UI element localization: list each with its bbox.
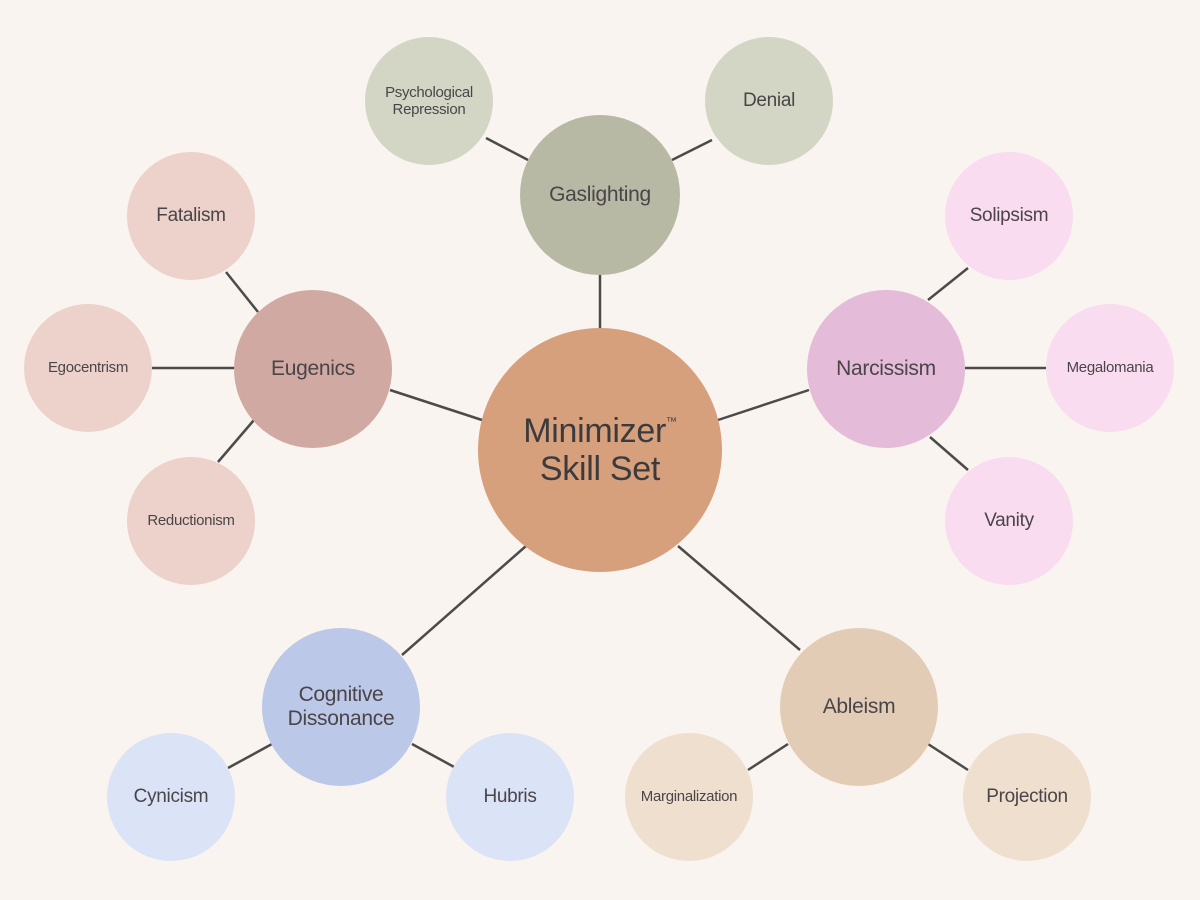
leaf-psychological-repression-line2: Repression [392, 101, 466, 118]
leaf-reductionism: Reductionism [127, 457, 255, 585]
leaf-fatalism-label: Fatalism [156, 205, 226, 227]
leaf-denial-label: Denial [742, 90, 796, 112]
leaf-projection: Projection [963, 733, 1091, 861]
leaf-psychological-repression: Psychological Repression [365, 37, 493, 165]
hub-ableism: Ableism [780, 628, 938, 786]
leaf-fatalism: Fatalism [127, 152, 255, 280]
center-title-line2: Skill Set [539, 450, 661, 488]
center-to-ableism-line [677, 545, 801, 651]
leaf-solipsism-label: Solipsism [969, 205, 1049, 227]
leaf-egocentrism: Egocentrism [24, 304, 152, 432]
leaf-projection-label: Projection [986, 786, 1068, 808]
leaf-solipsism: Solipsism [945, 152, 1073, 280]
leaf-marginalization-label: Marginalization [640, 788, 738, 806]
hub-ableism-label: Ableism [822, 694, 896, 718]
narcissism-to-solipsism-line [927, 267, 969, 301]
hub-narcissism-label: Narcissism [836, 356, 936, 380]
leaf-marginalization: Marginalization [625, 733, 753, 861]
hub-cognitive-dissonance: Cognitive Dissonance [262, 628, 420, 786]
leaf-hubris-label: Hubris [483, 786, 537, 808]
leaf-megalomania: Megalomania [1046, 304, 1174, 432]
leaf-denial: Denial [705, 37, 833, 165]
hub-narcissism: Narcissism [807, 290, 965, 448]
center-to-eugenics-line [389, 388, 483, 422]
leaf-vanity-label: Vanity [984, 510, 1034, 532]
leaf-cynicism-label: Cynicism [133, 786, 209, 808]
center-to-narcissism-line [717, 388, 810, 422]
hub-cognitive-line1: Cognitive [298, 682, 384, 706]
hub-gaslighting-label: Gaslighting [549, 182, 651, 206]
leaf-vanity: Vanity [945, 457, 1073, 585]
gaslighting-to-denial-line [671, 138, 713, 162]
narcissism-to-vanity-line [929, 436, 969, 471]
leaf-psychological-repression-line1: Psychological [385, 83, 473, 101]
leaf-egocentrism-label: Egocentrism [47, 359, 129, 377]
leaf-reductionism-label: Reductionism [147, 512, 235, 530]
hub-cognitive-line2: Dissonance [287, 707, 395, 730]
ableism-to-projection-line [927, 742, 969, 772]
center-title-line1: Minimizer [523, 411, 667, 450]
leaf-hubris: Hubris [446, 733, 574, 861]
center-node: Minimizer™ Skill Set [478, 328, 722, 572]
hub-eugenics-label: Eugenics [271, 356, 355, 380]
cognitive-to-cynicism-line [227, 742, 273, 770]
hub-eugenics: Eugenics [234, 290, 392, 448]
ableism-to-marginalization-line [747, 742, 789, 772]
leaf-megalomania-label: Megalomania [1066, 359, 1154, 377]
trademark-symbol: ™ [666, 415, 677, 428]
gaslighting-to-repression-line [485, 136, 529, 162]
hub-gaslighting: Gaslighting [520, 115, 680, 275]
eugenics-to-reductionism-line [217, 419, 255, 463]
eugenics-to-fatalism-line [225, 271, 259, 313]
leaf-cynicism: Cynicism [107, 733, 235, 861]
center-to-cognitive-line [401, 545, 527, 656]
cognitive-to-hubris-line [411, 742, 457, 770]
